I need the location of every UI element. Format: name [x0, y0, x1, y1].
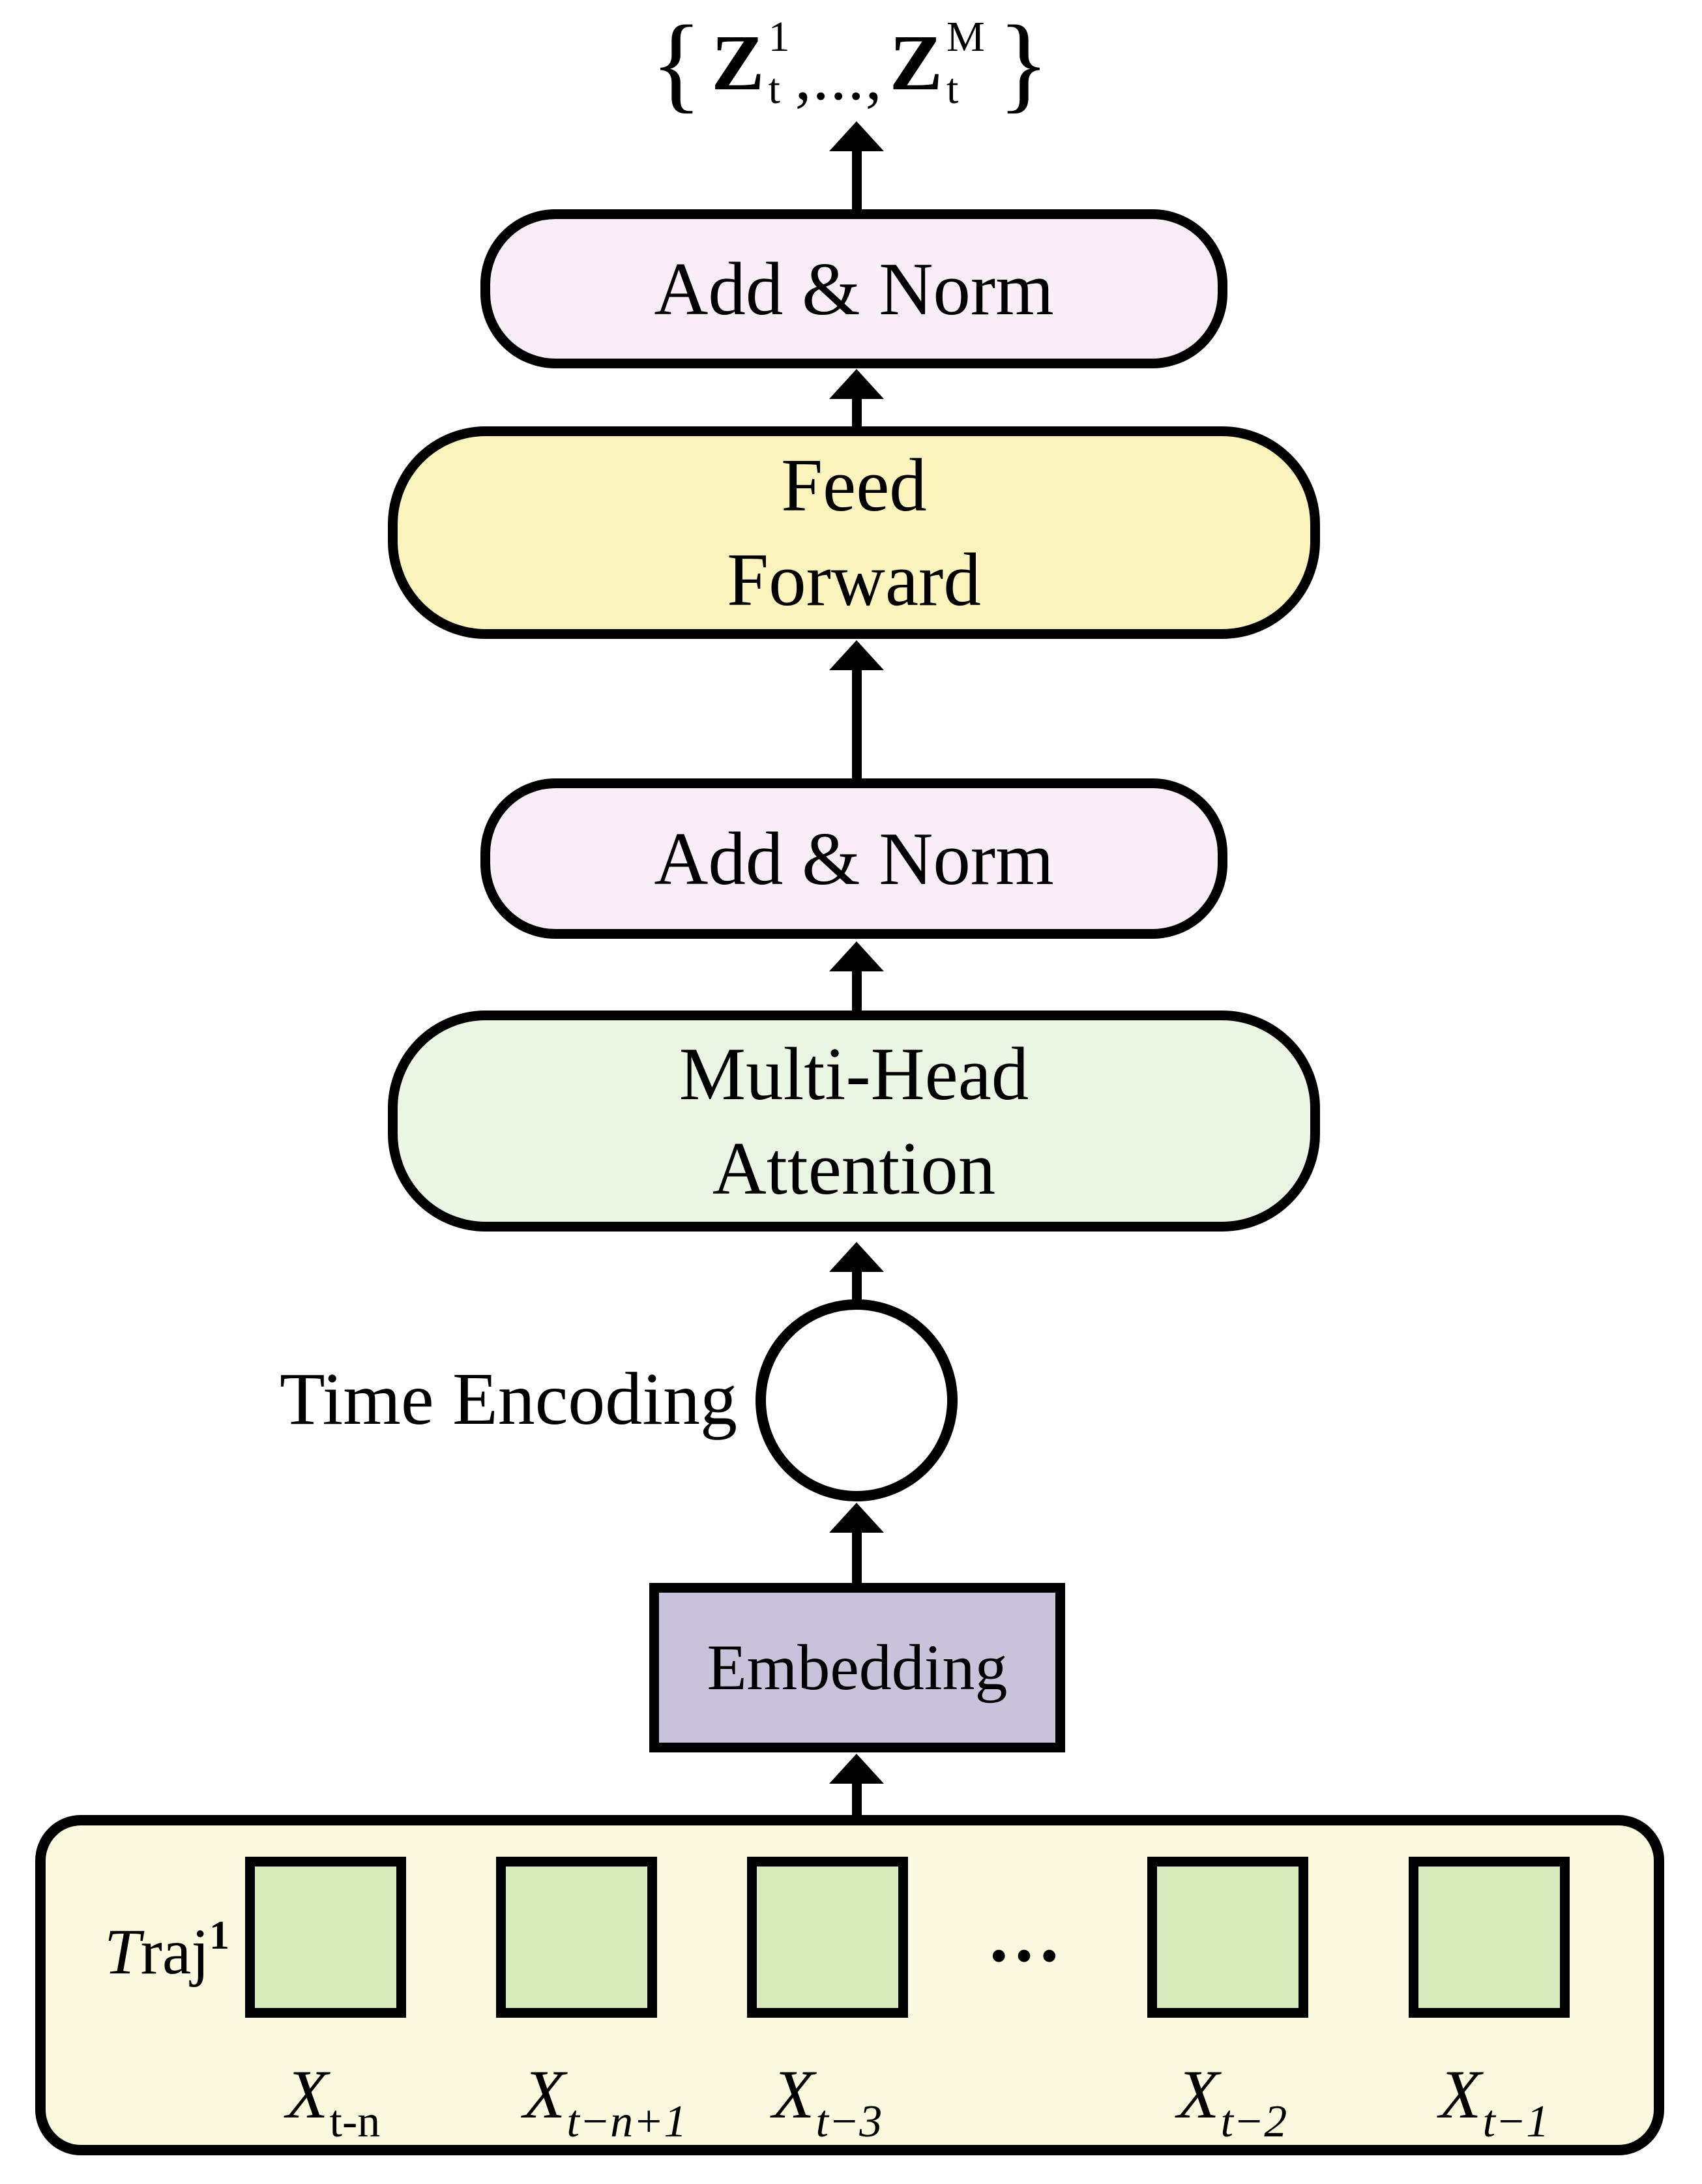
- token-square: [496, 1857, 657, 2018]
- arrow-shaft: [851, 399, 862, 426]
- arrow-head-icon: [829, 941, 884, 971]
- token-label: X t−2: [1177, 2056, 1287, 2145]
- token-label-base: X: [1439, 2056, 1482, 2132]
- block-feed-forward-label-line1: Feed: [781, 444, 927, 527]
- block-feed-forward: Feed Forward: [388, 426, 1320, 639]
- trajectory-container: Traj1 ... X t-n X t−n+1 X t−3 X t−2 X t−…: [35, 1815, 1664, 2155]
- block-multi-head-attention: Multi-Head Attention: [388, 1011, 1320, 1232]
- formula-term1-base: Z: [711, 19, 765, 107]
- arrow-shaft: [851, 1533, 862, 1583]
- block-embedding: Embedding: [649, 1583, 1065, 1752]
- arrow-head-icon: [829, 1754, 884, 1784]
- token-label-base: X: [772, 2056, 815, 2132]
- arrow-shaft: [851, 1272, 862, 1304]
- block-add-norm-top-label: Add & Norm: [654, 247, 1054, 331]
- block-add-norm-mid-label: Add & Norm: [654, 817, 1054, 900]
- trajectory-label-superscript: 1: [209, 1913, 230, 1958]
- formula-close-brace: }: [997, 3, 1049, 123]
- arrow-feedforward-to-addnorm-top: [829, 369, 884, 426]
- arrow-head-icon: [829, 1503, 884, 1533]
- ellipsis: ...: [989, 1895, 1066, 1977]
- formula-open-brace: {: [651, 3, 703, 123]
- arrow-embedding-to-timeencoding: [829, 1503, 884, 1583]
- arrow-head-icon: [829, 1242, 884, 1272]
- arrow-timeencoding-to-attention: [829, 1242, 884, 1304]
- token-label-subscript: t-n: [329, 2097, 381, 2147]
- arrow-head-icon: [829, 369, 884, 399]
- formula-term1-subscript: t: [768, 65, 780, 113]
- formula-term2-base: Z: [889, 19, 943, 107]
- time-encoding-label: Time Encoding: [280, 1357, 737, 1440]
- token-label: X t−1: [1439, 2056, 1549, 2145]
- token-label-subscript: t−2: [1220, 2097, 1287, 2147]
- arrow-shaft: [851, 971, 862, 1012]
- block-attention-label-line1: Multi-Head: [679, 1032, 1029, 1115]
- token-square: [747, 1857, 908, 2018]
- token-square: [1147, 1857, 1308, 2018]
- output-formula: { Z 1 t ,..., Z M t }: [651, 3, 1049, 123]
- arrow-addnorm-top-to-output: [829, 121, 884, 209]
- token-label-subscript: t−3: [815, 2097, 883, 2147]
- formula-term2-subscript: t: [946, 65, 959, 113]
- arrow-head-icon: [829, 121, 884, 151]
- arrow-trajectory-to-embedding: [829, 1754, 884, 1815]
- formula-term1-superscript: 1: [768, 13, 790, 61]
- token-label-subscript: t−n+1: [566, 2097, 687, 2147]
- formula-separator: ,...,: [795, 41, 883, 113]
- arrow-shaft: [851, 1784, 862, 1815]
- token-label-base: X: [523, 2056, 566, 2132]
- formula-term2-superscript: M: [946, 13, 985, 61]
- formula-term2-scripts: M t: [943, 16, 990, 111]
- token-label: X t−3: [772, 2056, 882, 2145]
- token-label-base: X: [286, 2056, 329, 2132]
- block-add-norm-mid: Add & Norm: [480, 778, 1227, 939]
- arrow-attention-to-addnorm-mid: [829, 941, 884, 1012]
- token-label-subscript: t−1: [1482, 2097, 1549, 2147]
- arrow-shaft: [851, 151, 862, 209]
- block-attention-label-line2: Attention: [712, 1127, 996, 1210]
- token-square: [1409, 1857, 1570, 2018]
- token-label: X t-n: [286, 2056, 381, 2145]
- token-square: [245, 1857, 406, 2018]
- time-encoding-circle: [756, 1299, 958, 1501]
- arrow-shaft: [851, 670, 862, 778]
- formula-term1-scripts: 1 t: [765, 16, 795, 111]
- arrow-head-icon: [829, 640, 884, 670]
- trajectory-label-base: T: [104, 1915, 141, 1988]
- block-embedding-label: Embedding: [707, 1631, 1008, 1704]
- trajectory-label-rest: raj: [140, 1915, 210, 1988]
- arrow-addnorm-mid-to-feedforward: [829, 640, 884, 778]
- token-label: X t−n+1: [523, 2056, 687, 2145]
- block-add-norm-top: Add & Norm: [480, 209, 1227, 368]
- token-label-base: X: [1177, 2056, 1220, 2132]
- block-feed-forward-label-line2: Forward: [727, 539, 981, 621]
- trajectory-label: Traj1: [104, 1913, 230, 1988]
